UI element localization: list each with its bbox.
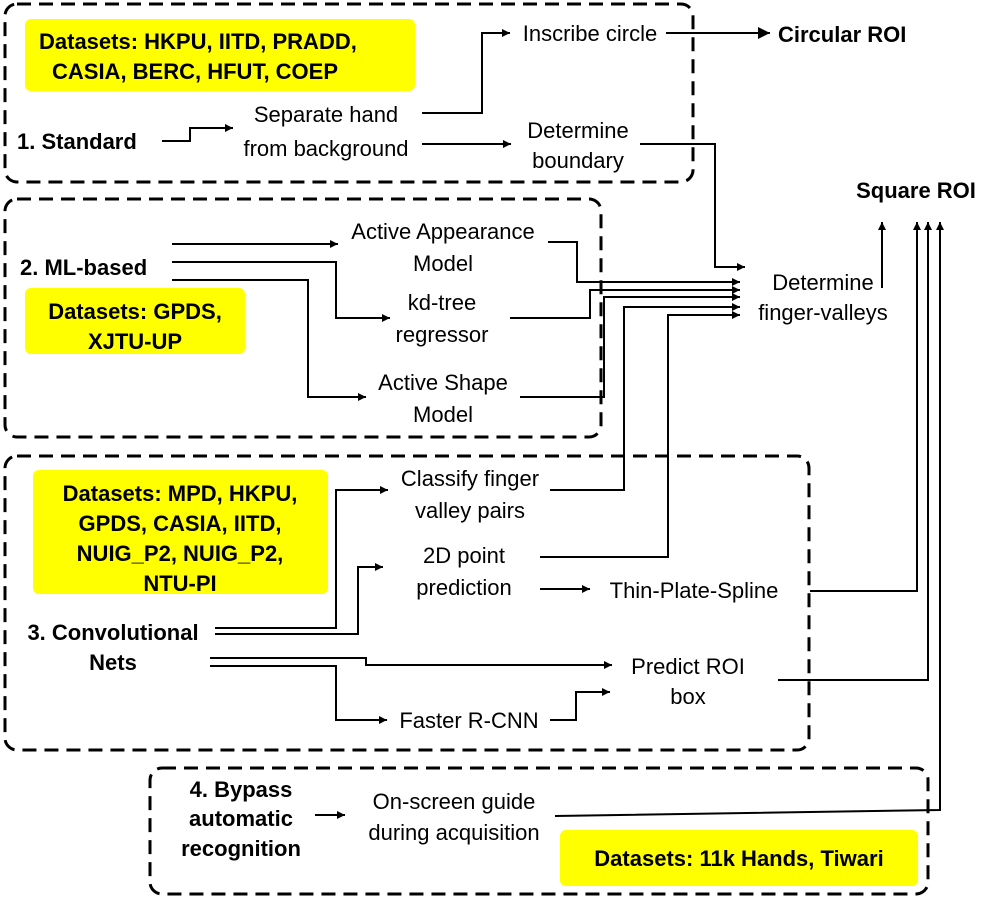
bypass-datasets: Datasets: 11k Hands, Tiwari	[594, 846, 883, 871]
bypass-datasets-highlight	[560, 830, 918, 886]
ml-datasets-highlight	[25, 288, 245, 354]
classify-line-2: valley pairs	[415, 498, 525, 523]
separate-hand-line-1: Separate hand	[254, 102, 398, 127]
determine-boundary-line-1: Determine	[527, 118, 628, 143]
guide-line-2: during acquisition	[368, 820, 539, 845]
ml-group-box	[3, 197, 603, 439]
connectors	[162, 27, 944, 819]
standard-datasets-line-2: CASIA, BERC, HFUT, COEP	[52, 59, 338, 84]
finger-valleys-line-1: Determine	[772, 270, 873, 295]
arrow-cnn-to-point2d	[215, 563, 383, 635]
standard-datasets-line-1: Datasets: HKPU, IITD, PRADD,	[39, 29, 357, 54]
square-roi-output: Square ROI	[856, 178, 976, 203]
standard-label: 1. Standard	[17, 129, 137, 154]
cnn-label-line-2: Nets	[89, 650, 137, 675]
cnn-datasets-line-1: Datasets: MPD, HKPU,	[63, 481, 298, 506]
classify-line-1: Classify finger	[401, 466, 539, 491]
faster-rcnn: Faster R-CNN	[399, 708, 538, 733]
inscribe-circle: Inscribe circle	[523, 21, 657, 46]
ml-label: 2. ML-based	[20, 255, 147, 280]
arrow-point2d-to-valleys	[540, 311, 740, 558]
asm-line-1: Active Shape	[378, 370, 508, 395]
cnn-group-box	[3, 454, 811, 752]
cnn-datasets-highlight	[33, 470, 328, 594]
bypass-label-line-1: 4. Bypass	[190, 777, 293, 802]
cnn-datasets-line-4: NTU-PI	[143, 571, 216, 596]
arrow-asm-to-valleys	[520, 293, 740, 398]
arrow-predict-box-to-square-roi	[778, 222, 932, 681]
thin-plate-spline: Thin-Plate-Spline	[610, 578, 779, 603]
cnn-datasets-line-2: GPDS, CASIA, IITD,	[79, 511, 282, 536]
bypass-group-box	[148, 766, 930, 896]
standard-group-box	[3, 2, 695, 184]
arrow-kdtree-to-valleys	[510, 286, 740, 319]
arrow-guide-to-square-roi	[554, 222, 944, 817]
point2d-line-2: prediction	[416, 575, 511, 600]
bypass-label-line-2: automatic	[189, 806, 293, 831]
arrow-cnn-to-predict-box	[210, 657, 612, 669]
cnn-datasets-line-3: NUIG_P2, NUIG_P2,	[77, 541, 284, 566]
arrow-classify-to-valleys	[550, 303, 740, 491]
arrow-cnn-to-faster-rcnn	[210, 665, 387, 724]
predict-box-line-1: Predict ROI	[631, 654, 745, 679]
arrow-cnn-to-classify	[215, 486, 388, 629]
bypass-label-line-3: recognition	[181, 836, 301, 861]
determine-boundary-line-2: boundary	[532, 148, 624, 173]
arrow-separate-to-inscribe	[422, 29, 510, 114]
arrow-ml-to-asm	[172, 279, 366, 401]
kdtree-line-2: regressor	[396, 322, 489, 347]
standard-datasets-highlight	[25, 19, 415, 91]
arrow-faster-rcnn-to-predict-box	[550, 688, 610, 721]
aam-line-1: Active Appearance	[351, 219, 534, 244]
cnn-label-line-1: 3. Convolutional	[27, 620, 198, 645]
ml-datasets-line-2: XJTU-UP	[88, 329, 182, 354]
aam-line-2: Model	[413, 251, 473, 276]
asm-line-2: Model	[413, 402, 473, 427]
arrow-ml-to-kdtree	[172, 261, 390, 322]
circular-roi-output: Circular ROI	[778, 22, 906, 47]
point2d-line-1: 2D point	[423, 543, 505, 568]
guide-line-1: On-screen guide	[373, 789, 536, 814]
arrow-standard-to-separate	[162, 124, 233, 142]
separate-hand-line-2: from background	[243, 136, 408, 161]
predict-box-line-2: box	[670, 684, 705, 709]
arrow-aam-to-valleys	[548, 241, 740, 286]
finger-valleys-line-2: finger-valleys	[758, 300, 888, 325]
kdtree-line-1: kd-tree	[408, 290, 476, 315]
ml-datasets-line-1: Datasets: GPDS,	[48, 299, 222, 324]
arrow-tps-to-square-roi	[810, 222, 921, 592]
arrow-boundary-to-valleys	[640, 143, 745, 271]
